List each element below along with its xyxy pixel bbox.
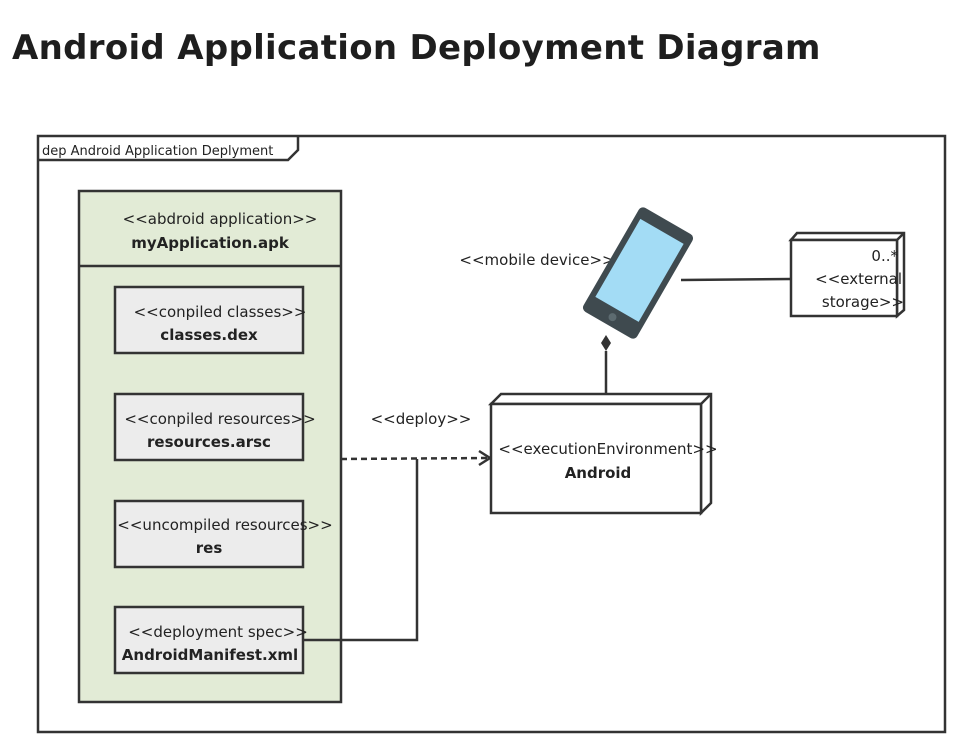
execution-environment-node[interactable]: <<executionEnvironment>> Android bbox=[487, 392, 718, 517]
mobile-device[interactable]: <<mobile device>> bbox=[459, 206, 694, 341]
diagram-frame: dep Android Application Deplyment bbox=[36, 134, 947, 734]
external-storage-node[interactable]: 0..* <<external storage>> bbox=[788, 231, 906, 319]
artifact-name: classes.dex bbox=[160, 326, 258, 344]
artifact-res[interactable]: <<uncompiled resources>> res bbox=[113, 499, 333, 569]
storage-multiplicity: 0..* bbox=[871, 247, 898, 265]
deploy-connector: <<deploy>> bbox=[303, 410, 493, 642]
artifact-resources[interactable]: <<conpiled resources>> resources.arsc bbox=[113, 392, 316, 462]
page-title: Android Application Deployment Diagram bbox=[12, 28, 821, 68]
frame-label: dep Android Application Deplyment bbox=[42, 144, 273, 159]
artifact-stereotype: <<conpiled classes>> bbox=[134, 303, 307, 321]
artifact-name: AndroidManifest.xml bbox=[122, 646, 298, 664]
deploy-label: <<deploy>> bbox=[371, 410, 472, 428]
smartphone-icon bbox=[582, 207, 694, 339]
env-stereotype: <<executionEnvironment>> bbox=[498, 440, 717, 458]
env-name: Android bbox=[565, 464, 632, 482]
storage-association bbox=[680, 277, 792, 282]
app-name: myApplication.apk bbox=[131, 234, 290, 252]
artifact-name: res bbox=[196, 539, 223, 557]
composition-connector bbox=[601, 335, 611, 394]
artifact-stereotype: <<deployment spec>> bbox=[128, 623, 308, 641]
artifact-manifest[interactable]: <<deployment spec>> AndroidManifest.xml bbox=[113, 605, 308, 675]
mobile-device-stereotype: <<mobile device>> bbox=[459, 251, 614, 269]
storage-stereotype-line2: storage>> bbox=[822, 293, 904, 311]
artifact-name: resources.arsc bbox=[147, 433, 271, 451]
artifact-classes[interactable]: <<conpiled classes>> classes.dex bbox=[113, 285, 307, 355]
artifact-stereotype: <<uncompiled resources>> bbox=[117, 516, 332, 534]
app-stereotype: <<abdroid application>> bbox=[123, 210, 318, 228]
artifact-stereotype: <<conpiled resources>> bbox=[124, 410, 315, 428]
storage-stereotype-line1: <<external bbox=[815, 270, 902, 288]
